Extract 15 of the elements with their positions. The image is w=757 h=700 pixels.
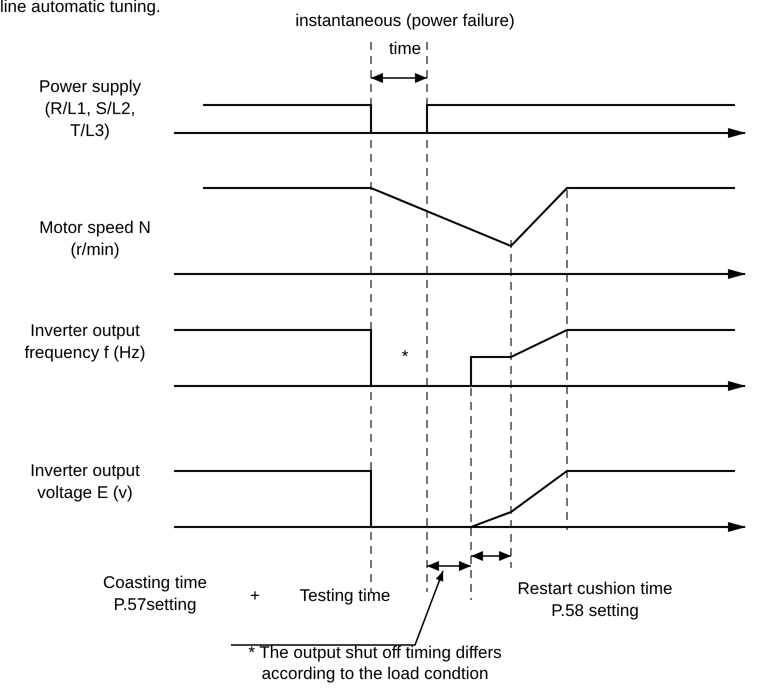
leader-line bbox=[231, 570, 444, 646]
label: Inverter output frequency f (Hz) bbox=[24, 320, 146, 364]
label: Inverter output voltage E (v) bbox=[29, 460, 141, 504]
dimension-arrow bbox=[427, 561, 471, 571]
label: line automatic tuning. bbox=[0, 0, 162, 18]
label: time bbox=[388, 38, 422, 60]
label: Testing time bbox=[298, 585, 392, 607]
label: Motor speed N (r/min) bbox=[38, 217, 152, 261]
label: Power supply (R/L1, S/L2, T/L3) bbox=[38, 76, 142, 142]
label: Restart cushion time P.58 setting bbox=[516, 578, 674, 622]
label: instantaneous (power failure) bbox=[294, 10, 516, 32]
label: Coasting time P.57setting bbox=[102, 572, 208, 616]
label: * bbox=[400, 346, 410, 368]
footnote-text: * The output shut off timing differs according to the load condtion bbox=[225, 642, 525, 684]
label: + bbox=[249, 585, 261, 607]
